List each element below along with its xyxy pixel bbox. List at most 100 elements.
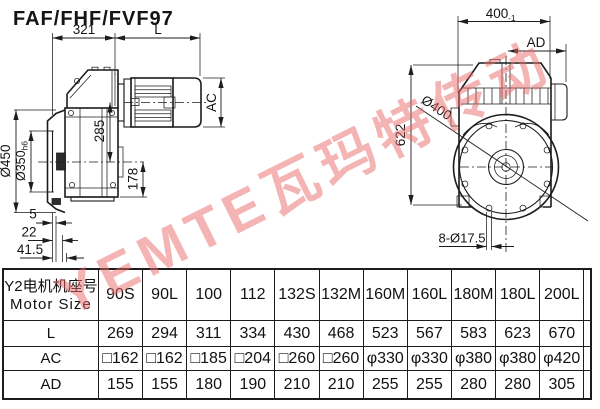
cell: □260 bbox=[274, 346, 320, 371]
cell: □185 bbox=[186, 346, 232, 371]
side-tab bbox=[450, 107, 460, 127]
table-edge-cell bbox=[583, 370, 592, 400]
cell: 430 bbox=[274, 320, 320, 347]
cell: 305 bbox=[539, 370, 585, 400]
header-cn: Y2电机机座号 bbox=[4, 277, 98, 295]
dim-178-label: 178 bbox=[126, 168, 141, 191]
cell: 468 bbox=[318, 320, 364, 347]
cell: 523 bbox=[362, 320, 408, 347]
conduit-box bbox=[551, 83, 568, 121]
output-flange bbox=[46, 109, 67, 262]
col-header: 90S bbox=[97, 268, 143, 321]
front-view: 400 -1 AD 622 bbox=[393, 6, 589, 252]
dim-22: 22 bbox=[21, 225, 78, 244]
cell: φ420 bbox=[539, 346, 585, 371]
dim-400-tolerance: -1 bbox=[508, 13, 516, 23]
dim-5-label: 5 bbox=[29, 207, 37, 222]
header-motor-size: Y2电机机座号 Motor Size bbox=[2, 268, 99, 321]
col-header: 180M bbox=[450, 268, 497, 321]
cell: □162 bbox=[97, 346, 143, 371]
dim-bolt-holes-label: 8-Ø17.5 bbox=[439, 231, 486, 246]
col-header: 200L bbox=[539, 268, 585, 321]
dim-d450-label: Ø450 bbox=[0, 144, 13, 177]
col-header: 160L bbox=[406, 268, 452, 321]
table-header-row: Y2电机机座号 Motor Size 90S 90L 100 112 132S … bbox=[2, 268, 592, 321]
fan-cover bbox=[173, 77, 202, 128]
dim-321-L: 321 L bbox=[52, 22, 201, 115]
table-edge-cell bbox=[583, 268, 592, 321]
col-header: 180L bbox=[495, 268, 541, 321]
dim-d400-label: Ø400 bbox=[419, 92, 455, 123]
bolt-icon bbox=[110, 182, 116, 188]
bolt-icon bbox=[68, 110, 74, 116]
page-title: FAF/FHF/FVF97 bbox=[13, 8, 174, 30]
side-view: 321 L bbox=[0, 22, 225, 262]
cell: 180 bbox=[186, 370, 232, 400]
header-en: Motor Size bbox=[10, 295, 92, 313]
cell: 567 bbox=[406, 320, 452, 347]
dim-400-label: 400 bbox=[486, 6, 509, 21]
col-header: 160M bbox=[362, 268, 408, 321]
cell: φ330 bbox=[362, 346, 408, 371]
cell: □204 bbox=[230, 346, 276, 371]
col-header: 100 bbox=[186, 268, 232, 321]
dim-178: 178 bbox=[120, 162, 147, 198]
dim-d350h6: Ø350h6 bbox=[14, 130, 54, 193]
col-header: 132M bbox=[318, 268, 364, 321]
cell: 190 bbox=[230, 370, 276, 400]
cell: 294 bbox=[141, 320, 188, 347]
col-header: 112 bbox=[230, 268, 276, 321]
cell: 670 bbox=[539, 320, 585, 347]
dim-285: 285 bbox=[92, 102, 113, 162]
dim-22-label: 22 bbox=[21, 225, 36, 240]
cell: 623 bbox=[495, 320, 541, 347]
cell: φ380 bbox=[495, 346, 541, 371]
dim-321-label: 321 bbox=[73, 22, 96, 37]
cell: 210 bbox=[318, 370, 364, 400]
bolt-icon bbox=[69, 182, 75, 188]
dim-AD: AD bbox=[508, 35, 567, 82]
hollow-shaft-boss bbox=[56, 152, 66, 171]
cell: 280 bbox=[450, 370, 497, 400]
dim-400: 400 -1 bbox=[457, 6, 551, 93]
dim-d350-label: Ø350h6 bbox=[14, 141, 30, 181]
cell: 155 bbox=[141, 370, 188, 400]
motor-adapter bbox=[117, 78, 132, 128]
table-edge-cell bbox=[583, 346, 592, 371]
table-edge-cell bbox=[583, 320, 592, 347]
dim-d450: Ø450 bbox=[0, 109, 56, 213]
cell: 255 bbox=[406, 370, 452, 400]
dim-622-label: 622 bbox=[393, 124, 408, 147]
dim-5: 5 bbox=[29, 207, 72, 226]
col-header: 132S bbox=[274, 268, 320, 321]
table-row-L: L 269 294 311 334 430 468 523 567 583 62… bbox=[2, 320, 592, 347]
cell: □162 bbox=[141, 346, 188, 371]
dim-622: 622 bbox=[393, 64, 473, 206]
cell: 280 bbox=[495, 370, 541, 400]
cell: 255 bbox=[362, 370, 408, 400]
dim-41-5: 41.5 bbox=[17, 242, 84, 261]
cell: 210 bbox=[274, 370, 320, 400]
d400-leader-line bbox=[415, 105, 589, 222]
dim-bolt-holes: 8-Ø17.5 bbox=[439, 212, 514, 250]
cell: 583 bbox=[450, 320, 497, 347]
cell: φ330 bbox=[406, 346, 452, 371]
cell: 334 bbox=[230, 320, 276, 347]
bolt-icon bbox=[74, 78, 80, 84]
col-header: 90L bbox=[141, 268, 188, 321]
cell: □260 bbox=[318, 346, 364, 371]
cell: 311 bbox=[186, 320, 232, 347]
dim-41-5-label: 41.5 bbox=[17, 242, 43, 257]
dim-L-label: L bbox=[154, 22, 162, 37]
motor bbox=[130, 77, 202, 128]
row-label: AD bbox=[2, 370, 99, 400]
cell: 269 bbox=[97, 320, 143, 347]
gearbox-upper-housing bbox=[66, 66, 119, 108]
motor-size-table: Y2电机机座号 Motor Size 90S 90L 100 112 132S … bbox=[2, 268, 592, 400]
dim-285-label: 285 bbox=[92, 120, 107, 143]
dim-AD-label: AD bbox=[527, 35, 546, 50]
cell: φ380 bbox=[450, 346, 497, 371]
row-label: AC bbox=[2, 346, 99, 371]
table-row-AD: AD 155 155 180 190 210 210 255 255 280 2… bbox=[2, 370, 592, 400]
